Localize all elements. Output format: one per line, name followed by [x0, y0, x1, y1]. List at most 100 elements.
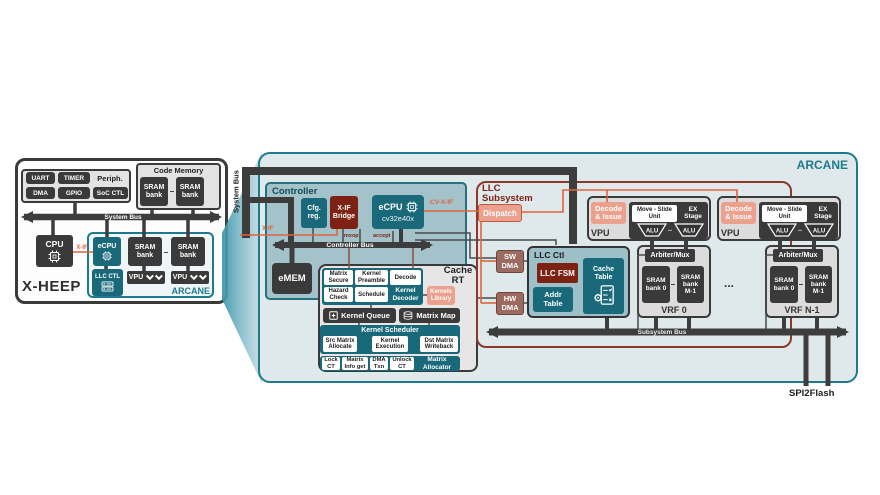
- xheep-llc-ctl-label: LLC CTL: [95, 273, 120, 280]
- dispatch-box: Dispatch: [478, 204, 522, 222]
- ecpu-core-label: cv32e40x: [381, 214, 415, 223]
- arcane-top-bus-line: [242, 167, 577, 244]
- code-sram-bank-1: SRAM bank: [140, 177, 168, 206]
- cache-table-label: Cache Table: [592, 265, 614, 281]
- xheep-xif-label: X-IF: [76, 245, 88, 251]
- vrf1-arbiter-mux: Arbiter/Mux: [773, 249, 823, 262]
- xheep-ecpu-box: eCPU: [93, 237, 121, 266]
- ecpu-chip-icon: [405, 201, 418, 213]
- xheep-sram-bank-2: SRAM bank: [171, 237, 205, 266]
- code-memory-label: Code Memory: [153, 165, 204, 175]
- vpu1-decode-issue-box: Decode & Issue: [721, 202, 756, 224]
- lock-ct-cell: Lock CT: [322, 357, 340, 370]
- spi2flash-label: SPI2Flash: [789, 388, 835, 399]
- matrix-allocator-label: Matrix Allocator: [422, 356, 452, 371]
- vrf0-arbiter-mux: Arbiter/Mux: [645, 249, 695, 262]
- soc-ctl-box: SoC CTL: [93, 187, 128, 199]
- plus-square-icon: [329, 311, 338, 320]
- kernel-execution-cell: Kernel Execution: [372, 336, 408, 352]
- vrf0-label: VRF 0: [661, 304, 687, 315]
- mxop-label: mxop: [344, 233, 359, 239]
- xheep-title: X-HEEP: [22, 278, 81, 295]
- cache-rt-title: Cache RT: [443, 264, 473, 286]
- controller-ecpu-box: eCPU cv32e40x: [372, 195, 424, 229]
- cpu-chip-icon: [48, 250, 61, 263]
- chevrons-icon: [189, 274, 208, 281]
- kernel-queue-label: Kernel Queue: [341, 311, 390, 320]
- arcane-title: ARCANE: [796, 158, 848, 172]
- system-bus-vertical-label: System Bus: [231, 170, 241, 214]
- llc-ctl-title: LLC Ctl: [534, 250, 565, 260]
- svg-text:ALU: ALU: [683, 229, 695, 235]
- code-bank-dash: –: [169, 186, 175, 196]
- vrf0-dash: –: [670, 279, 676, 289]
- vpu1-alu-dots: ..: [798, 225, 802, 233]
- cache-table-box: Cache Table: [583, 258, 624, 314]
- cv-x-if-label: CV-X-IF: [430, 199, 454, 206]
- accept-label: accept: [373, 233, 391, 239]
- xheep-vpu-1: VPU: [127, 271, 165, 284]
- gear-checklist-icon: [593, 284, 615, 306]
- src-matrix-allocate-cell: Src Matrix Allocate: [323, 336, 357, 352]
- gpio-box: GPIO: [58, 187, 90, 199]
- vpu1-alu-0: ALU: [767, 223, 797, 237]
- xheep-ecpu-label: eCPU: [97, 242, 117, 250]
- controller-bus-label: Controller Bus: [326, 241, 374, 249]
- vpu1-move-slide-unit: Move - Slide Unit: [762, 205, 807, 222]
- xheep-system-bus-label: System Bus: [104, 213, 142, 221]
- matrix-secure-cell: Matrix Secure: [324, 270, 353, 285]
- vrf0-sram-bankm: SRAM bank M-1: [677, 266, 704, 303]
- matrix-map-box: Matrix Map: [399, 308, 460, 323]
- vpu1-ex-stage-label: EX Stage: [814, 205, 832, 220]
- vpu1-alu-1: ALU: [804, 223, 834, 237]
- vrf1-sram-bankm: SRAM bank M-1: [805, 266, 832, 303]
- hazard-check-cell: Hazard Check: [324, 287, 353, 302]
- chevrons-icon: [145, 274, 164, 281]
- sw-dma-box: SW DMA: [496, 250, 524, 273]
- xif-bridge-box: X-IF Bridge: [330, 196, 358, 229]
- kernel-preamble-cell: Kernel Preamble: [355, 270, 388, 285]
- vpu0-alu-0: ALU: [637, 223, 667, 237]
- arcane-small-label: ARCANE: [171, 285, 210, 296]
- vpu0-label: VPU: [591, 228, 610, 238]
- controller-ecpu-label: eCPU: [378, 202, 403, 212]
- vpu0-alu-dots: ..: [668, 225, 672, 233]
- cpu-label: CPU: [45, 239, 64, 249]
- database-icon: [403, 311, 413, 320]
- svg-text:ALU: ALU: [813, 229, 825, 235]
- controller-xif-label: X-IF: [262, 226, 274, 232]
- svg-text:ALU: ALU: [776, 229, 788, 235]
- kernel-scheduler-label: Kernel Scheduler: [361, 327, 419, 334]
- schedule-cell: Schedule: [355, 287, 388, 302]
- xheep-llc-ctl-box: LLC CTL: [92, 269, 123, 296]
- vrf1-sram-bank0: SRAM bank 0: [770, 266, 798, 303]
- timer-box: TIMER: [58, 172, 90, 184]
- dma-txn-cell: DMA Txn: [370, 357, 388, 370]
- spi2flash-lines: [803, 335, 831, 386]
- cpu-box: CPU: [36, 235, 73, 267]
- vpu0-ex-stage-label: EX Stage: [684, 205, 702, 220]
- emem-box: eMEM: [272, 263, 312, 294]
- vrf1-label: VRF N-1: [784, 304, 820, 315]
- xheep-sram-bank-1: SRAM bank: [128, 237, 162, 266]
- dma-box: DMA: [26, 187, 55, 199]
- kernel-decoder-label: Kernel Decoder: [392, 287, 419, 302]
- cfg-reg-box: Cfg. reg.: [301, 198, 327, 228]
- vpu1-label: VPU: [721, 228, 740, 238]
- code-sram-bank-2: SRAM bank: [176, 177, 204, 206]
- kernels-library-box: Kernels Library: [427, 286, 455, 305]
- vrf-dots: ...: [723, 276, 734, 290]
- vrf1-dash: –: [798, 279, 804, 289]
- llc-subsystem-title: LLC Subsystem: [482, 183, 533, 205]
- decode-cell: Decode: [390, 270, 421, 285]
- hw-dma-box: HW DMA: [496, 292, 524, 315]
- xheep-ecpu-chip-icon: [102, 250, 112, 261]
- svg-text:ALU: ALU: [646, 229, 658, 235]
- xheep-vpu-2-label: VPU: [172, 274, 188, 281]
- matrix-map-label: Matrix Map: [416, 311, 456, 320]
- xheep-bank-dash: –: [163, 247, 169, 257]
- vpu0-alu-1: ALU: [674, 223, 704, 237]
